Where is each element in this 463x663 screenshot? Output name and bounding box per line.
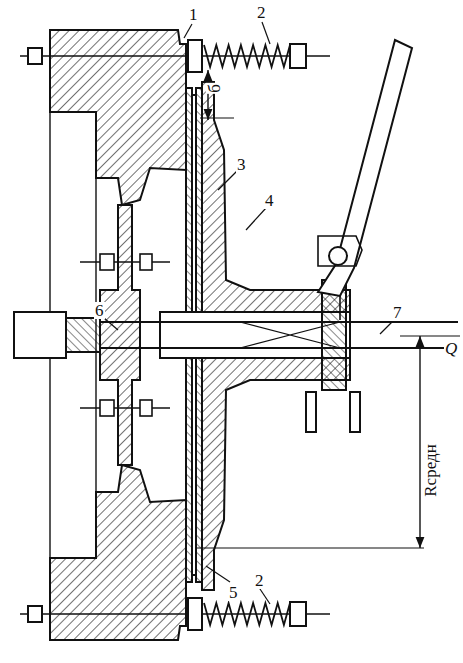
dimension-label: б [206, 83, 223, 94]
callout-number: 2 [256, 4, 267, 21]
callout-number: 2 [254, 572, 265, 589]
callout-number: 5 [228, 584, 239, 601]
load-label: Q [444, 340, 458, 357]
radius-dimension: Rсредн [421, 443, 438, 497]
pressure-spring [204, 45, 290, 67]
callout-number: 1 [188, 6, 199, 23]
callout-number: 7 [392, 304, 403, 321]
callout-number: 3 [236, 156, 247, 173]
callout-number: 4 [264, 192, 275, 209]
callout-number: 6 [94, 302, 105, 319]
pressure-spring [204, 603, 290, 625]
